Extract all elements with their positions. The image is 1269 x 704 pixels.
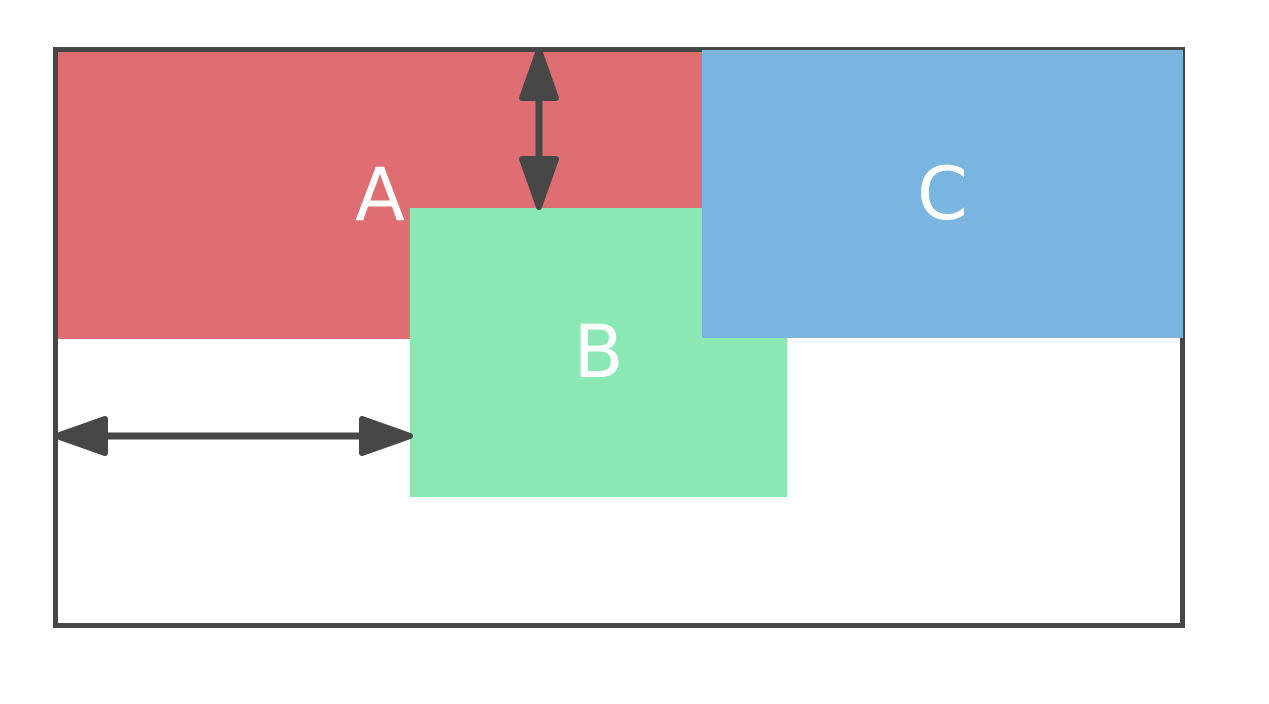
box-b-label: B — [573, 310, 624, 395]
box-c-label: C — [917, 151, 968, 237]
box-c: C — [702, 50, 1183, 338]
box-a-label: A — [355, 153, 405, 238]
